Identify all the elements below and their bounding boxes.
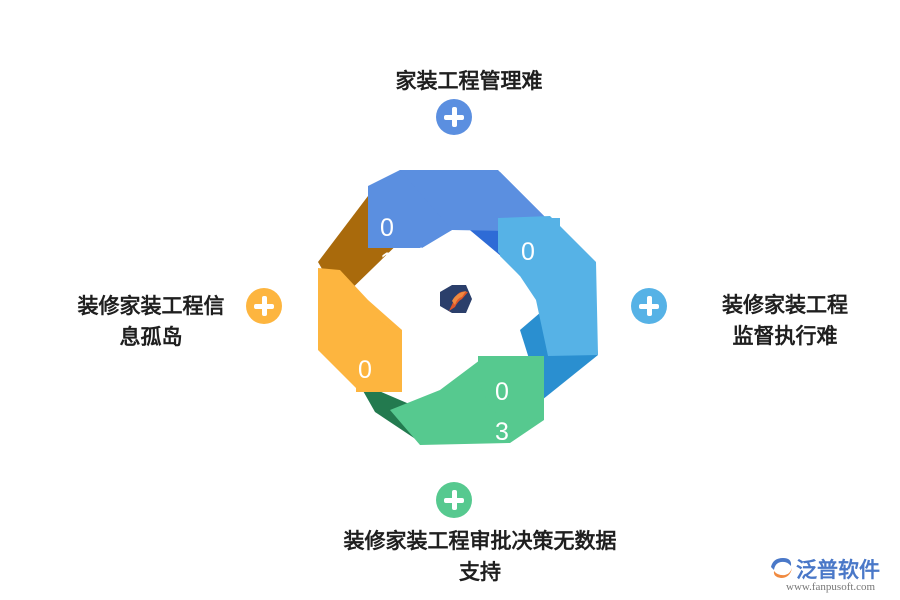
arrow-sky-head bbox=[498, 218, 560, 276]
step-1-number-top: 0 bbox=[380, 214, 394, 242]
plus-icon-top[interactable] bbox=[436, 99, 472, 135]
watermark-brand: 泛普软件 bbox=[796, 558, 880, 582]
plus-icon-right[interactable] bbox=[631, 288, 667, 324]
fanpu-logo-icon bbox=[440, 285, 472, 313]
label-left: 装修家装工程信 息孤岛 bbox=[77, 294, 225, 349]
label-top: 家装工程管理难 bbox=[395, 69, 543, 93]
step-1-number-bottom: 1 bbox=[380, 248, 394, 276]
brand-logo-icon bbox=[771, 558, 792, 578]
step-4-number: 0 bbox=[358, 356, 372, 384]
label-right: 装修家装工程 监督执行难 bbox=[722, 293, 848, 348]
step-3-number-top: 0 bbox=[495, 378, 509, 406]
arrow-orange-head bbox=[356, 320, 402, 392]
label-bottom: 装修家装工程审批决策无数据 支持 bbox=[343, 529, 617, 584]
plus-icon-bottom[interactable] bbox=[436, 482, 472, 518]
watermark-url: www.fanpusoft.com bbox=[786, 581, 876, 593]
arrow-blue-head bbox=[368, 170, 452, 248]
plus-icon-left[interactable] bbox=[246, 288, 282, 324]
step-2-number: 0 bbox=[521, 238, 535, 266]
step-3-number-bottom: 3 bbox=[495, 418, 509, 446]
arrow-green-head bbox=[478, 356, 544, 420]
